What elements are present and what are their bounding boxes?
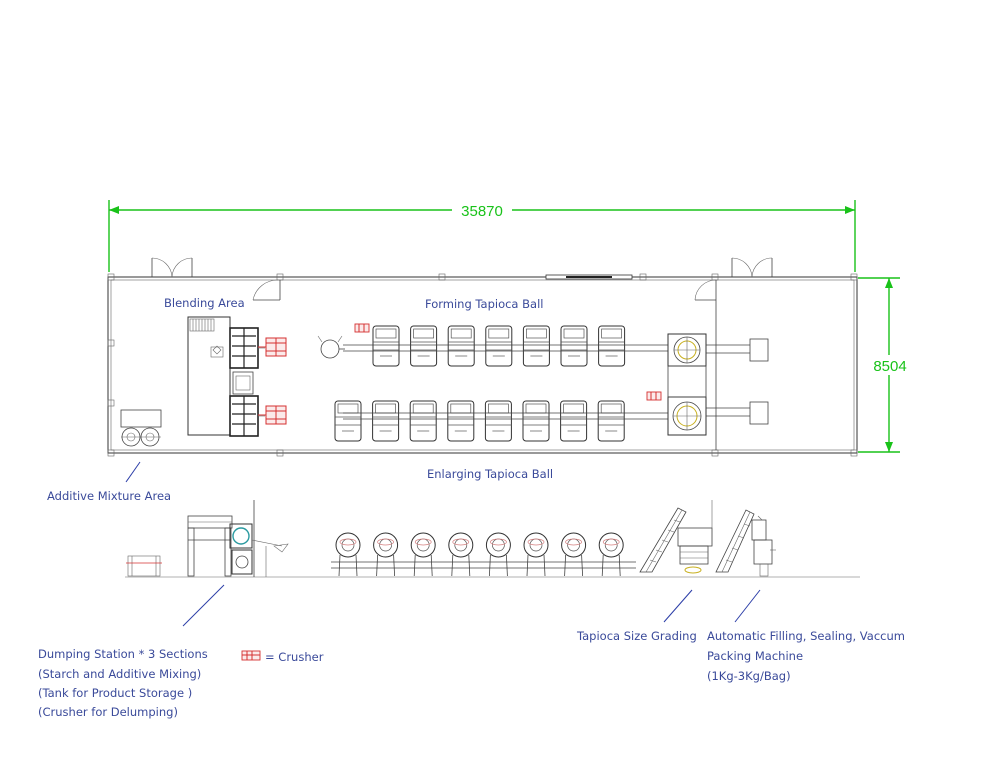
width-dimension: 8504 [858, 277, 912, 453]
grader-plan-bottom [667, 396, 707, 436]
elevation-packing-conveyor [715, 509, 755, 573]
crusher-small-top [354, 323, 370, 333]
crusher-plan-top [258, 337, 287, 357]
elevation-pan [485, 532, 511, 577]
length-dimension-label: 35870 [461, 203, 503, 220]
elevation-pans [335, 532, 624, 577]
label-packing-line3: (1Kg-3Kg/Bag) [707, 669, 791, 683]
label-dumping-station: Dumping Station * 3 Sections [38, 647, 208, 661]
label-blending-area: Blending Area [164, 296, 245, 310]
elevation-packing-machine [751, 515, 776, 577]
label-forming-tapioca-ball: Forming Tapioca Ball [425, 297, 543, 311]
label-dumping-line4: (Crusher for Delumping) [38, 705, 178, 719]
length-dimension: 35870 [108, 200, 856, 272]
blending-equipment [187, 316, 265, 437]
label-dumping-line2: (Starch and Additive Mixing) [38, 667, 201, 681]
elevation-pan [448, 532, 474, 577]
elevation-pan [410, 532, 436, 577]
elevation-pan [373, 532, 399, 577]
forming-pan-top [598, 325, 626, 367]
elevation-pan [598, 532, 624, 577]
leader-lines [125, 461, 761, 627]
door-top-left [151, 257, 193, 278]
label-dumping-line3: (Tank for Product Storage ) [38, 686, 192, 700]
crusher-legend-icon [241, 650, 261, 661]
enlarging-pan-bottom [597, 400, 625, 442]
forming-pans-plan [334, 325, 626, 442]
elevation-additive-tank [126, 555, 162, 577]
forming-pan-top [372, 325, 400, 367]
forming-pan-top [447, 325, 475, 367]
elevation-dumping-station [187, 500, 289, 577]
enlarging-pan-bottom [560, 400, 588, 442]
label-packing-line2: Packing Machine [707, 649, 803, 663]
enlarging-pan-bottom [522, 400, 550, 442]
enlarging-pan-bottom [409, 400, 437, 442]
label-packing-line1: Automatic Filling, Sealing, Vaccum [707, 629, 905, 643]
elevation-size-grader [677, 500, 713, 574]
enlarging-pan-bottom [334, 400, 362, 442]
elevation-pan-base [331, 561, 636, 569]
elevation-pan [335, 532, 361, 577]
forming-conveyor [317, 335, 668, 420]
elevation-pan [561, 532, 587, 577]
door-interior-right [694, 279, 717, 301]
elevation-pan [523, 532, 549, 577]
additive-mixture-tanks [120, 409, 162, 447]
forming-pan-top [522, 325, 550, 367]
width-dimension-label: 8504 [873, 358, 906, 375]
enlarging-pan-bottom [484, 400, 512, 442]
label-enlarging-tapioca-ball: Enlarging Tapioca Ball [427, 467, 553, 481]
crusher-small-bottom [646, 391, 662, 401]
enlarging-pan-bottom [372, 400, 400, 442]
crusher-plan-bottom [258, 405, 287, 425]
enlarging-pan-bottom [447, 400, 475, 442]
label-size-grading: Tapioca Size Grading [576, 629, 697, 643]
building-outline [107, 273, 858, 457]
forming-pan-top [560, 325, 588, 367]
forming-pan-top [485, 325, 513, 367]
forming-pan-top [410, 325, 438, 367]
elevation-grader-conveyor [639, 507, 687, 573]
label-additive-mixture-area: Additive Mixture Area [47, 489, 171, 503]
door-top-right [731, 257, 773, 278]
grader-plan-top [667, 333, 707, 367]
packing-plan [706, 338, 769, 425]
label-crusher-legend: = Crusher [265, 650, 324, 664]
